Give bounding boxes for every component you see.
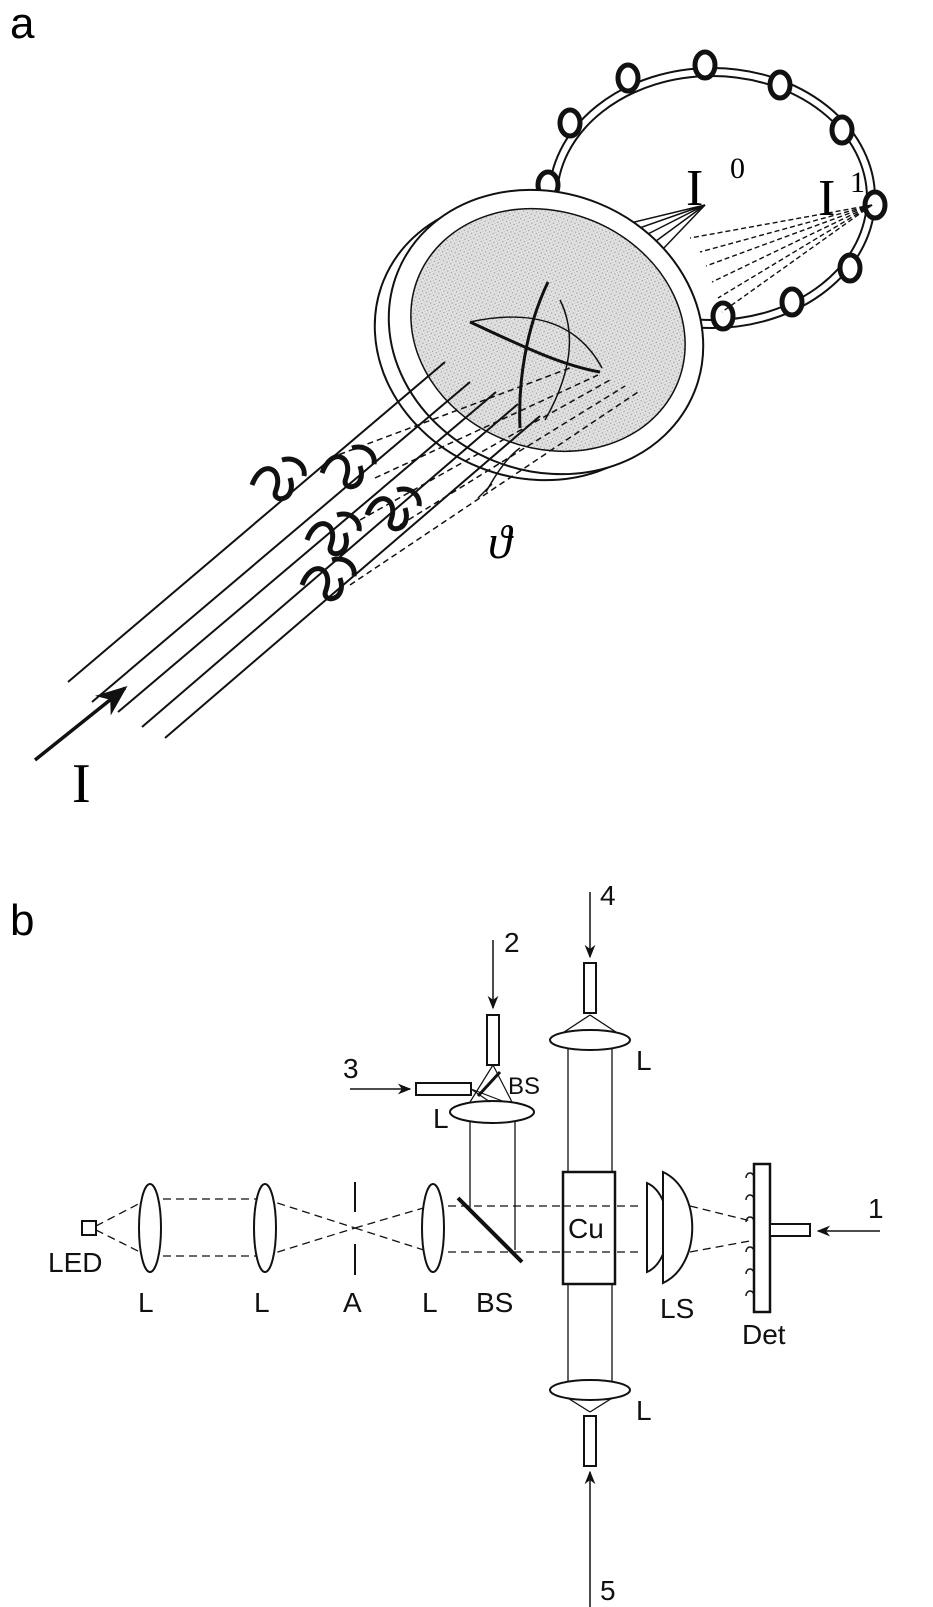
label-lens-upper: L <box>636 1045 652 1076</box>
beam-splitter-main <box>456 1196 524 1264</box>
top-assembly <box>415 1014 535 1124</box>
first-order-superscript: 1 <box>850 166 865 199</box>
fiber-port-1 <box>769 1223 811 1237</box>
cuvette-optics <box>549 962 631 1467</box>
ring-detector-5 <box>767 69 793 101</box>
first-order-rays <box>689 204 873 313</box>
ring-detectors <box>535 49 888 332</box>
label-beam-splitter-main: BS <box>476 1287 513 1318</box>
panel-a: a <box>10 0 888 815</box>
label-lens-lower: L <box>636 1395 652 1426</box>
fiber-port-2 <box>486 1014 500 1066</box>
transmitted-beams <box>329 367 639 586</box>
label-beam-splitter-top: BS <box>508 1073 540 1100</box>
ring-detector-3 <box>615 62 641 94</box>
polarization-curls <box>249 444 422 602</box>
label-aperture: A <box>343 1287 362 1318</box>
label-detector: Det <box>742 1319 786 1350</box>
sample-disk <box>373 188 705 482</box>
lens-system <box>646 1170 694 1285</box>
side-beam <box>469 1120 516 1250</box>
polarization-curl-5 <box>299 556 357 602</box>
label-port-1: 1 <box>868 1193 884 1224</box>
label-cuvette: Cu <box>568 1213 604 1244</box>
detector-elements <box>745 1172 755 1297</box>
ring-detector-8 <box>837 252 863 284</box>
ring-detector-4 <box>692 49 718 81</box>
lens-3 <box>421 1183 445 1273</box>
label-lens-2: L <box>254 1287 270 1318</box>
cuvette-beam-through <box>563 1205 615 1253</box>
lens-top <box>449 1100 535 1124</box>
label-led: LED <box>48 1247 102 1278</box>
polarization-curl-4 <box>364 486 422 532</box>
lens-2 <box>253 1183 277 1273</box>
label-port-4: 4 <box>600 880 616 911</box>
lenses <box>138 1183 445 1273</box>
incident-arrow <box>33 686 128 762</box>
label-port-5: 5 <box>600 1575 616 1606</box>
cuvette <box>561 1170 617 1286</box>
first-order-label: I <box>818 170 835 227</box>
angle-label: ϑ <box>488 516 514 569</box>
label-port-2: 2 <box>504 927 520 958</box>
angle-marker <box>477 447 521 499</box>
led-source <box>81 1220 97 1236</box>
ring-detector-2 <box>557 107 583 139</box>
polarization-curl-3 <box>304 511 362 557</box>
polarization-curl-2 <box>319 444 377 490</box>
incident-beams <box>67 361 541 739</box>
lens-1 <box>138 1183 162 1273</box>
ring-detector-6 <box>829 114 855 146</box>
sample-fibers <box>469 281 603 429</box>
incident-label: I <box>72 753 91 815</box>
lens-upper <box>549 1029 631 1051</box>
detector <box>752 1162 772 1314</box>
label-lens-1: L <box>138 1287 154 1318</box>
label-lens-top: L <box>433 1103 449 1134</box>
zero-order-label: I <box>686 160 703 217</box>
fiber-port-5 <box>583 1415 597 1467</box>
fiber-port-3 <box>415 1082 472 1096</box>
panel-a-label: a <box>10 0 35 48</box>
label-lens-3: L <box>422 1287 438 1318</box>
panel-b: b <box>10 880 884 1607</box>
fiber-port-4 <box>583 962 597 1014</box>
polarization-curl-1 <box>249 456 307 502</box>
ring-detector-10 <box>710 300 736 332</box>
label-lens-system: LS <box>660 1293 694 1324</box>
zero-order-superscript: 0 <box>730 152 745 185</box>
port-arrows <box>350 892 880 1607</box>
panel-b-label: b <box>10 896 34 945</box>
ring-detector-9 <box>779 286 805 318</box>
lens-lower <box>549 1379 631 1401</box>
ring-detector-7 <box>862 189 888 221</box>
label-port-3: 3 <box>343 1053 359 1084</box>
